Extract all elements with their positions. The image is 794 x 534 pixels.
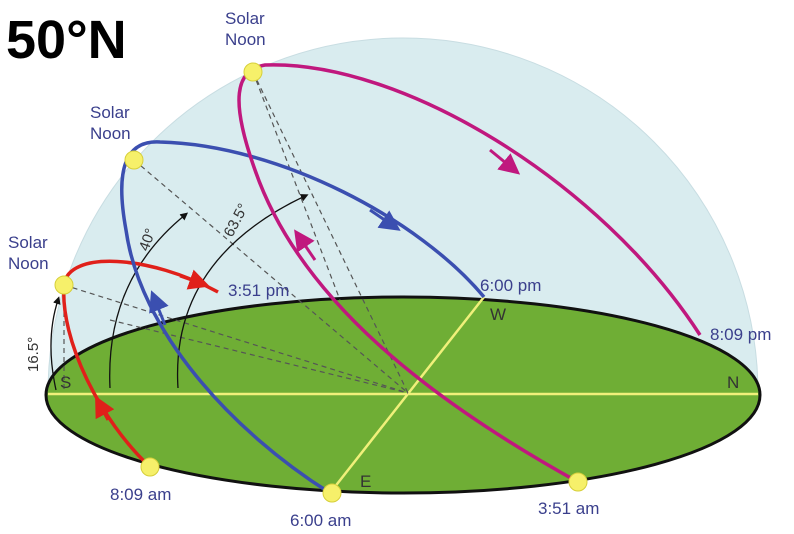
sun-equinox-sunrise (322, 483, 342, 503)
summer-sunrise-time: 3:51 am (538, 499, 599, 518)
winter-sunrise-time: 8:09 am (110, 485, 171, 504)
sun-summer-sunrise (568, 472, 588, 492)
sun-winter-sunrise (140, 457, 160, 477)
summer-sunset-time: 8:09 pm (710, 325, 771, 344)
equinox-sunrise-time: 6:00 am (290, 511, 351, 530)
sun-equinox-noon (124, 150, 144, 170)
east-west-line (329, 296, 485, 494)
winter-angle-label: 16.5° (25, 337, 42, 372)
latitude-title: 50°N (6, 10, 127, 70)
equinox-sunset-time: 6:00 pm (480, 276, 541, 295)
equinox-solar-noon-label: Solar Noon (90, 103, 134, 143)
summer-arrow-set (489, 148, 521, 175)
direction-north: N (727, 373, 739, 392)
equinox-angle-label: 40° (136, 226, 160, 253)
winter-sunset-time: 3:51 pm (228, 281, 289, 300)
winter-solar-noon-label: Solar Noon (8, 233, 52, 273)
sky-dome (47, 37, 759, 394)
direction-south: S (60, 373, 71, 392)
winter-arrow-rise (95, 395, 115, 421)
angle-arc-winter (50, 296, 61, 391)
equinox-arrow-rise (149, 290, 169, 326)
equinox-arrow-set (369, 208, 401, 231)
summer-solar-noon-label: Solar Noon (225, 9, 269, 49)
angle-arc-equinox (109, 212, 189, 389)
sun-markers (54, 62, 588, 503)
summer-sun-path (237, 63, 702, 484)
sun-winter-noon (54, 275, 74, 295)
direction-west: W (490, 305, 506, 324)
direction-east: E (360, 472, 371, 491)
winter-arrow-set (179, 269, 210, 290)
sun-summer-noon (243, 62, 263, 82)
summer-arrow-rise (294, 229, 317, 261)
